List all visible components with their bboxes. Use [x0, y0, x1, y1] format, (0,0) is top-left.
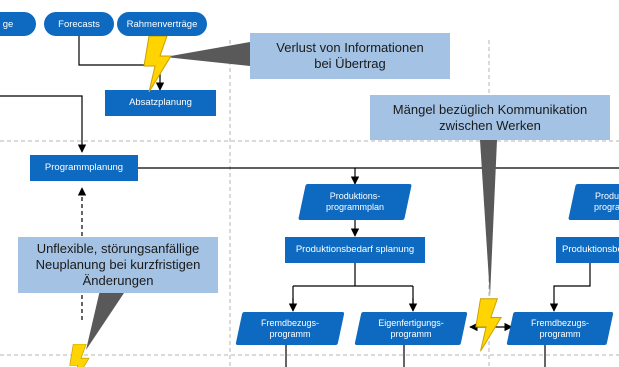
callout-maengel: Mängel bezüglich Kommunikation zwischen … — [370, 95, 610, 140]
edge-forecasts-to-absatzplanung — [78, 36, 165, 91]
edge-left-to-programmplanung — [0, 95, 87, 153]
node-produktionsprogrammplan-label: Produktions- programmplan — [325, 191, 385, 212]
node-produktionsbedarf-partial[interactable]: Produktionsbe — [556, 237, 619, 263]
callout-tail-maengel — [480, 140, 497, 297]
callout-tail-unflexibel — [86, 290, 126, 350]
node-produktionsprogrammplan[interactable]: Produktions- programmplan — [298, 184, 412, 220]
pill-partial[interactable]: ge — [0, 12, 36, 36]
callout-tail-verlust — [165, 42, 250, 66]
node-produktionsbedarfsplanung[interactable]: Produktionsbedarf splanung — [285, 237, 425, 263]
lightning-bolt-icon — [69, 344, 90, 367]
lightning-bolt-icon — [475, 298, 502, 352]
node-produktionsprogrammplan-partial-label: Produ progra — [594, 191, 619, 212]
node-eigenfertigungsprogramm[interactable]: Eigenfertigungs- programm — [354, 312, 468, 345]
edge-right-bedarf-split — [549, 263, 591, 312]
callout-unflexibel: Unflexible, störungsanfällige Neuplanung… — [18, 237, 218, 293]
node-absatzplanung[interactable]: Absatzplanung — [105, 90, 216, 116]
edge-programmplanung-to-produktion — [138, 167, 360, 185]
pill-rahmenvertraege[interactable]: Rahmenverträge — [117, 12, 207, 36]
node-programmplanung[interactable]: Programmplanung — [30, 155, 138, 181]
node-fremdbezugsprogramm-1-label: Fremdbezugs- programm — [260, 317, 320, 339]
node-fremdbezugsprogramm-1[interactable]: Fremdbezugs- programm — [235, 312, 345, 345]
node-eigenfertigungsprogramm-label: Eigenfertigungs- programm — [378, 317, 444, 339]
edge-bedarf-split — [292, 263, 414, 310]
node-fremdbezugsprogramm-2-label: Fremdbezugs- programm — [530, 317, 590, 339]
callout-verlust: Verlust von Informationen bei Übertrag — [250, 33, 450, 79]
node-fremdbezugsprogramm-2[interactable]: Fremdbezugs- programm — [506, 312, 614, 345]
pill-forecasts[interactable]: Forecasts — [44, 12, 114, 36]
lightning-bolt-icon — [143, 36, 172, 92]
node-produktionsprogrammplan-partial[interactable]: Produ progra — [568, 184, 619, 220]
